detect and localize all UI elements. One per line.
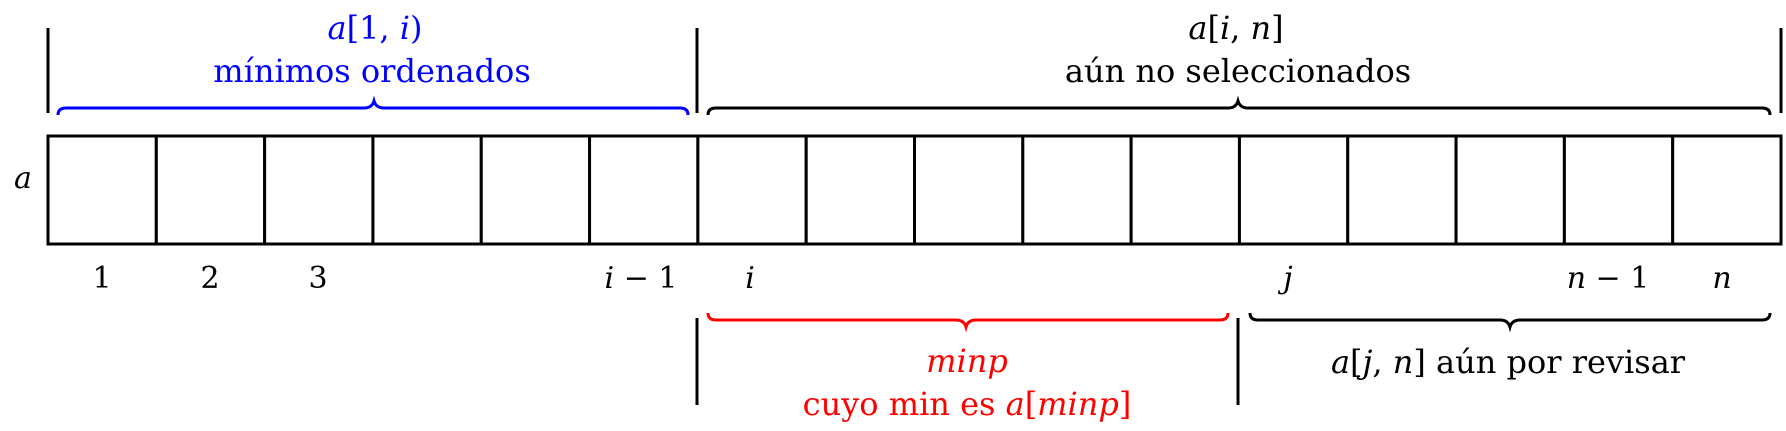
array-cell xyxy=(479,134,592,246)
top-left-caption: mínimos ordenados xyxy=(213,52,530,90)
index-label-3: 3 xyxy=(308,261,327,296)
array-cell xyxy=(1671,134,1783,246)
array-cell xyxy=(913,134,1025,246)
index-label-i: i xyxy=(745,261,755,296)
array-cell xyxy=(1021,134,1133,246)
array-cell xyxy=(1562,134,1675,246)
array-cell xyxy=(1454,134,1566,246)
index-label-i-minus-1: i − 1 xyxy=(605,261,678,296)
index-label-1: 1 xyxy=(92,261,111,296)
array-cell xyxy=(154,134,267,246)
index-label-n: n xyxy=(1712,261,1731,296)
index-label-j: j xyxy=(1277,261,1292,296)
array-cell xyxy=(46,134,158,246)
array-cell xyxy=(1237,134,1350,246)
top-right-caption: aún no seleccionados xyxy=(1065,52,1411,90)
top-right-brace xyxy=(706,95,1772,116)
array-cells xyxy=(46,134,1783,246)
array-cell xyxy=(588,134,700,246)
array-cell xyxy=(696,134,808,246)
array-cell xyxy=(371,134,483,246)
bottom-left-caption: cuyo min es a[minp] xyxy=(803,385,1132,423)
array-name-label: a xyxy=(14,161,32,196)
bottom-left-brace xyxy=(706,312,1230,333)
array-cell xyxy=(263,134,375,246)
array-cell xyxy=(1129,134,1241,246)
top-right-expression: a[i, n] xyxy=(1188,9,1283,47)
bottom-left-name: minp xyxy=(926,342,1008,380)
top-left-expression: a[1, i) xyxy=(328,9,423,47)
index-label-2: 2 xyxy=(200,261,219,296)
top-left-brace xyxy=(56,95,690,116)
bottom-right-brace xyxy=(1248,312,1772,333)
bottom-right-caption: a[j, n] aún por revisar xyxy=(1331,343,1686,381)
array-cell xyxy=(804,134,916,246)
array-cell xyxy=(1346,134,1458,246)
index-label-n-minus-1: n − 1 xyxy=(1567,261,1650,296)
